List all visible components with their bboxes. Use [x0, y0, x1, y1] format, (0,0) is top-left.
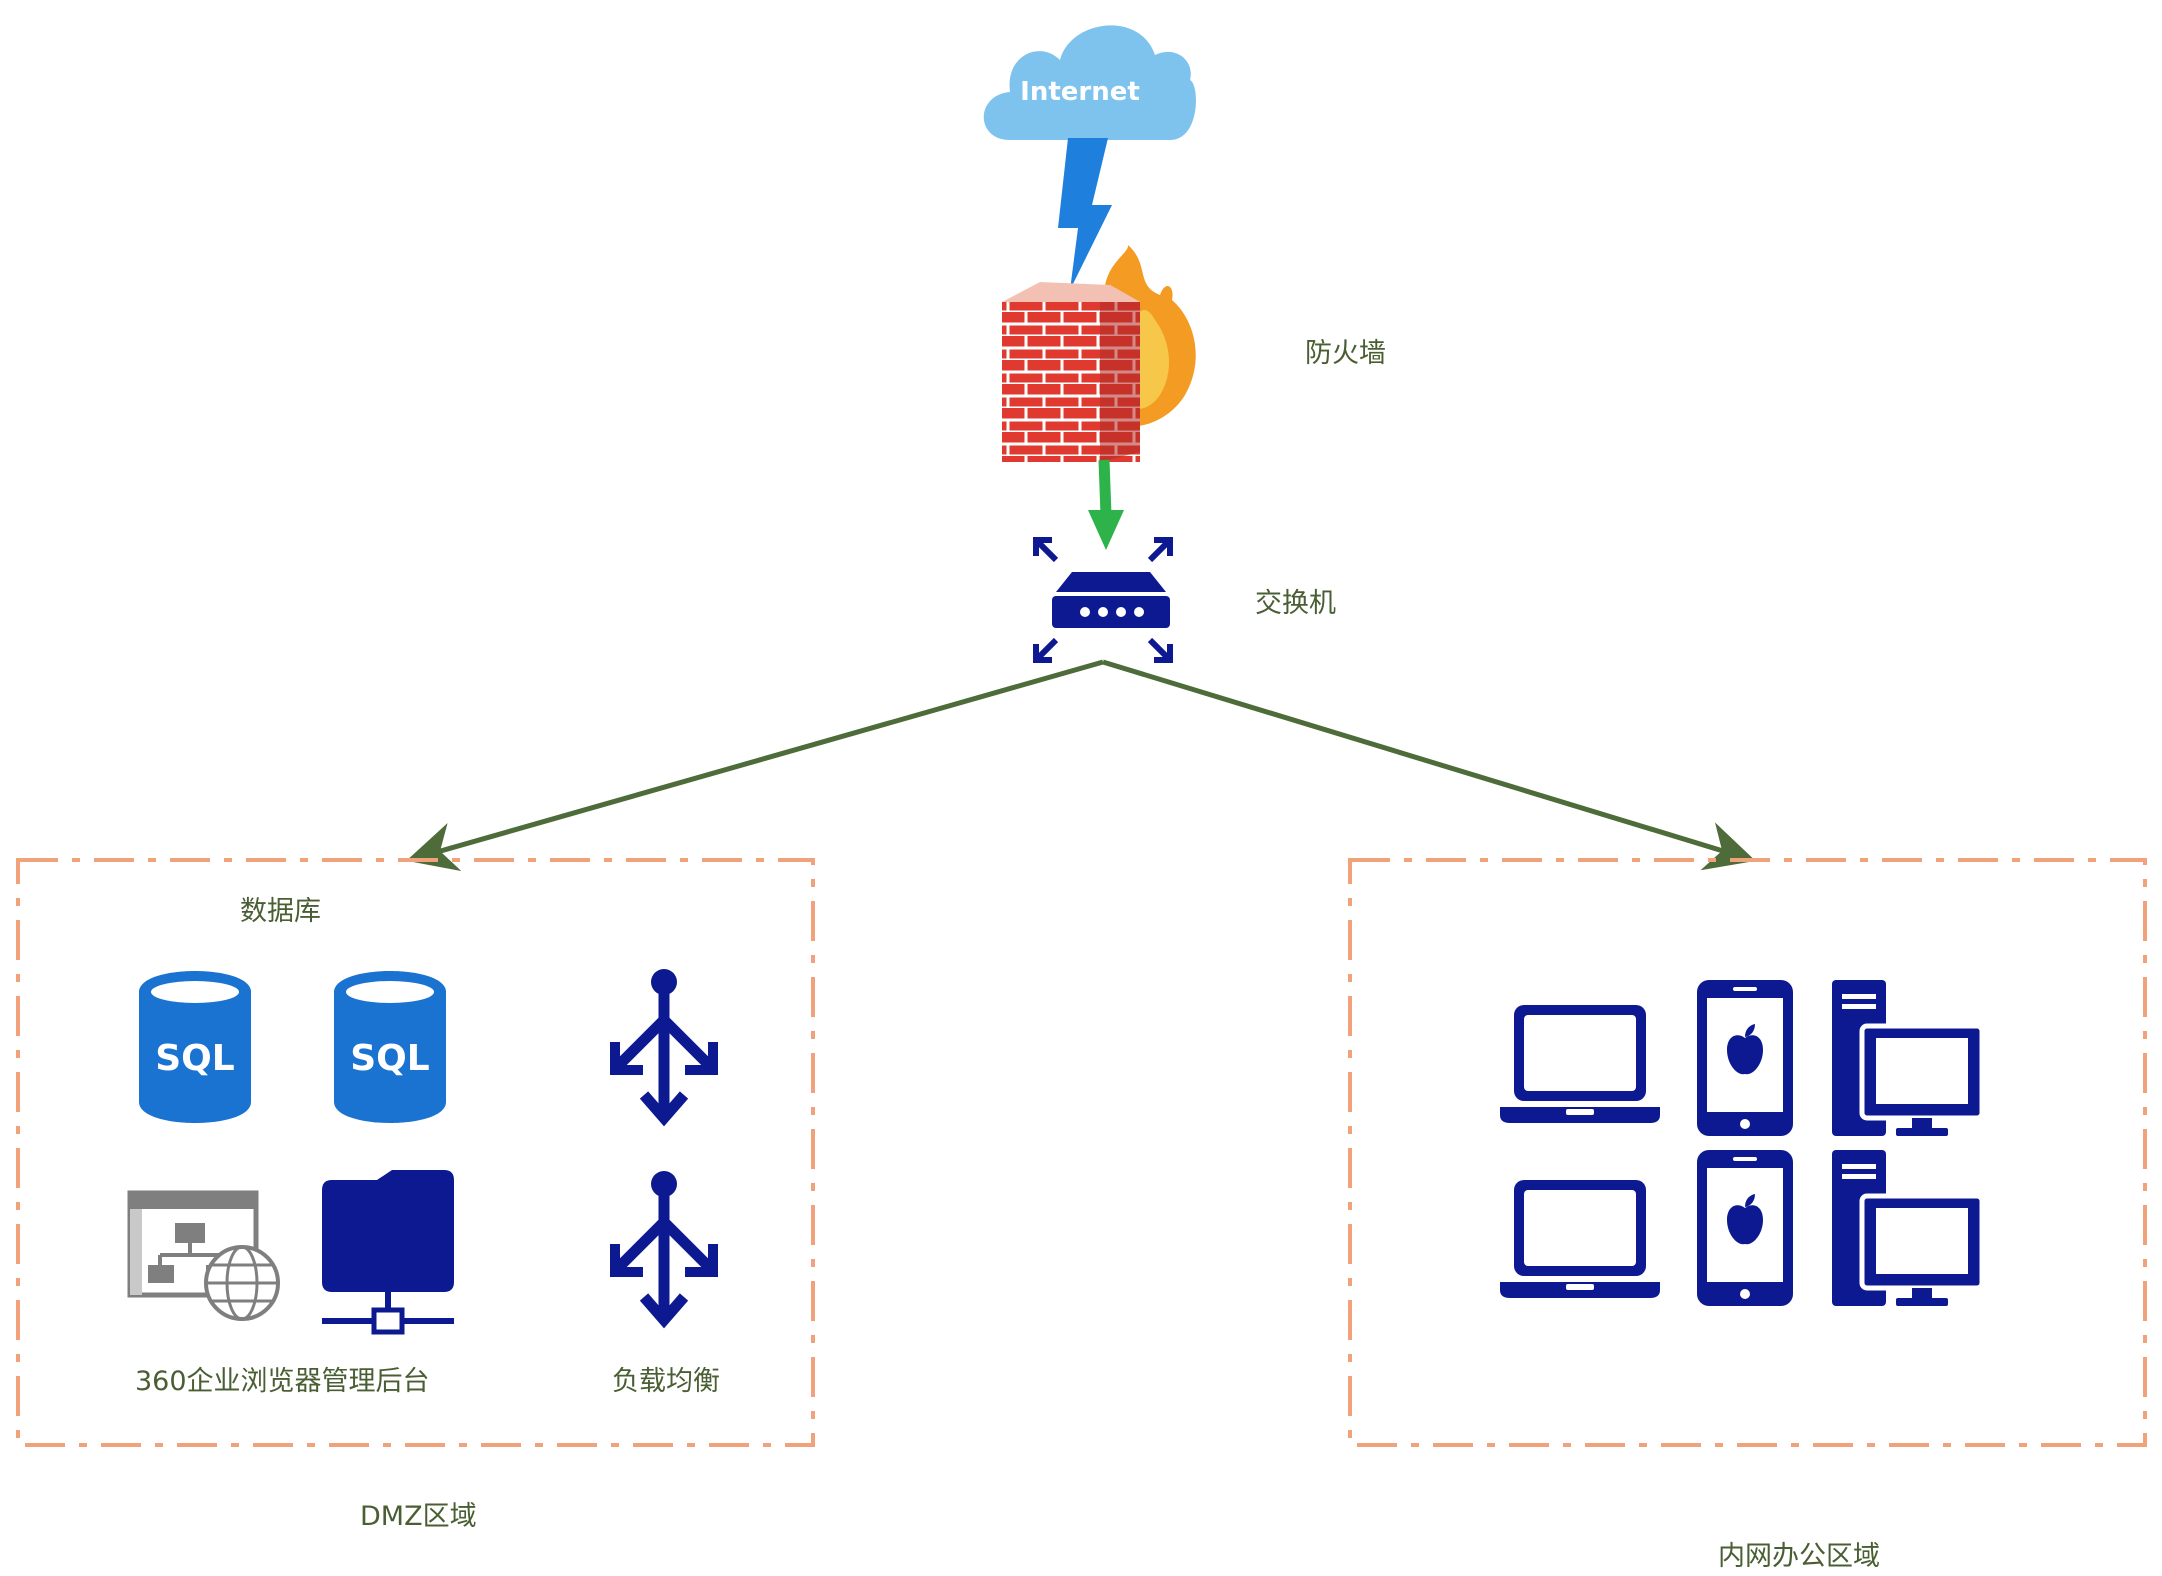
office-zone-boundary: [1348, 858, 2147, 1447]
switch-label: 交换机: [1255, 588, 1336, 619]
iphone-icon: [1697, 1150, 1793, 1306]
office-zone-label: 内网办公区域: [1718, 1541, 1880, 1572]
network-diagram-icon: [127, 1190, 280, 1321]
switch-icon: [1033, 537, 1173, 663]
dmz-zone-boundary: [16, 858, 815, 1447]
cloud-label: Internet: [1020, 77, 1140, 107]
firewall-to-switch-arrow: [1088, 459, 1124, 550]
sql-database-icon: SQL: [139, 971, 251, 1123]
desktop-computer-icon: [1832, 980, 1982, 1136]
lightning-icon: [1058, 138, 1112, 290]
laptop-icon: [1500, 1005, 1660, 1123]
svg-text:SQL: SQL: [350, 1038, 429, 1079]
link-switch-to-office: [1102, 659, 1756, 871]
load-balancer-icon: [615, 969, 713, 1118]
dmz-zone-label: DMZ区域: [360, 1501, 477, 1532]
browser-admin-label: 360企业浏览器管理后台: [135, 1366, 430, 1397]
svg-text:SQL: SQL: [155, 1038, 234, 1079]
desktop-computer-icon: [1832, 1150, 1982, 1306]
sql-database-icon: SQL: [334, 971, 446, 1123]
laptop-icon: [1500, 1180, 1660, 1298]
load-balance-label: 负载均衡: [612, 1366, 720, 1397]
network-folder-icon: [322, 1170, 454, 1335]
firewall-label: 防火墙: [1305, 338, 1386, 369]
cloud-icon: Internet: [983, 25, 1196, 140]
link-switch-to-dmz: [406, 659, 1104, 872]
database-label: 数据库: [240, 896, 321, 927]
firewall-icon: [1002, 245, 1196, 462]
iphone-icon: [1697, 980, 1793, 1136]
load-balancer-icon: [615, 1171, 713, 1320]
